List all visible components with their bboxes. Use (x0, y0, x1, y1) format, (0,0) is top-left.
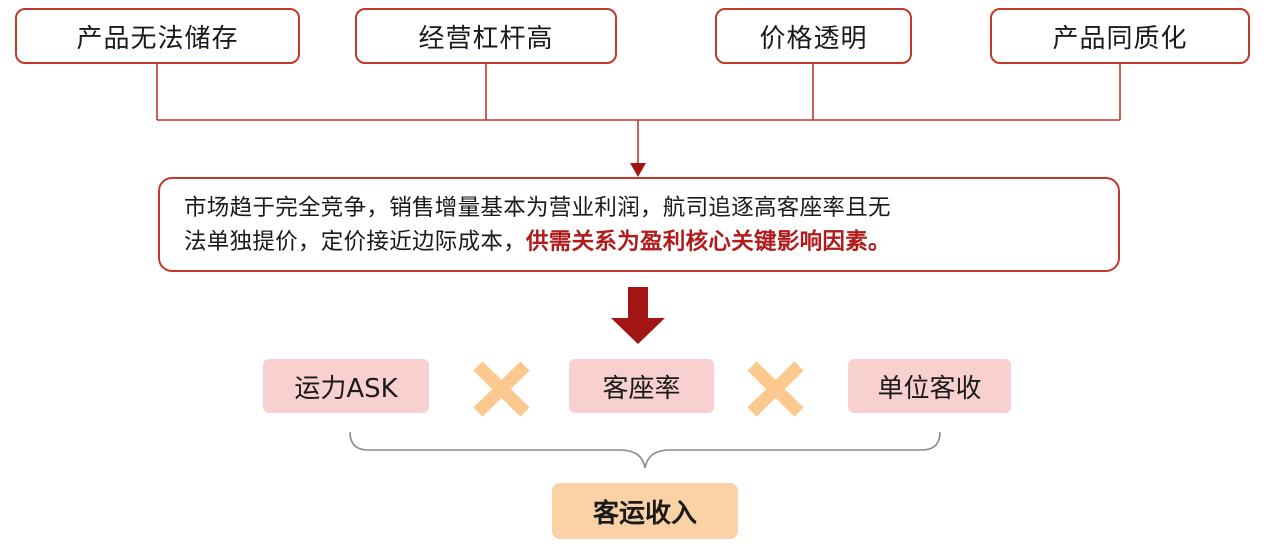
summary-line-2: 法单独提价，定价接近边际成本，供需关系为盈利核心关键影响因素。 (184, 225, 1096, 259)
metric-unit-yield: 单位客收 (848, 359, 1011, 413)
metric-capacity-ask: 运力ASK (263, 359, 429, 413)
grouping-brace (349, 431, 941, 469)
summary-box: 市场趋于完全竞争，销售增量基本为营业利润，航司追逐高客座率且无 法单独提价，定价… (158, 177, 1120, 272)
factor-label: 产品同质化 (1052, 23, 1188, 54)
summary-line-1: 市场趋于完全竞争，销售增量基本为营业利润，航司追逐高客座率且无 (184, 195, 891, 221)
down-arrow-small-icon (630, 163, 646, 177)
factor-box-price-transparency: 价格透明 (715, 8, 912, 64)
multiply-icon-1 (473, 361, 530, 417)
factor-label: 经营杠杆高 (418, 23, 554, 54)
result-label: 客运收入 (592, 498, 697, 529)
factor-box-homogeneity: 产品同质化 (990, 8, 1250, 64)
summary-emphasis: 供需关系为盈利核心关键影响因素。 (526, 229, 891, 255)
summary-line-2-plain: 法单独提价，定价接近边际成本， (184, 229, 527, 255)
result-passenger-revenue: 客运收入 (552, 483, 738, 539)
down-arrow-big-icon (611, 287, 665, 344)
metric-label: 单位客收 (877, 373, 982, 404)
metric-load-factor: 客座率 (569, 359, 714, 413)
factor-box-high-leverage: 经营杠杆高 (355, 8, 617, 64)
factor-box-non-storable: 产品无法储存 (15, 8, 300, 64)
metric-label: 客座率 (602, 373, 681, 404)
factor-label: 产品无法储存 (76, 23, 239, 54)
factor-connector-lines (156, 64, 1121, 165)
multiply-icon-2 (747, 361, 804, 417)
metric-label: 运力ASK (294, 373, 398, 404)
factor-label: 价格透明 (759, 23, 868, 54)
